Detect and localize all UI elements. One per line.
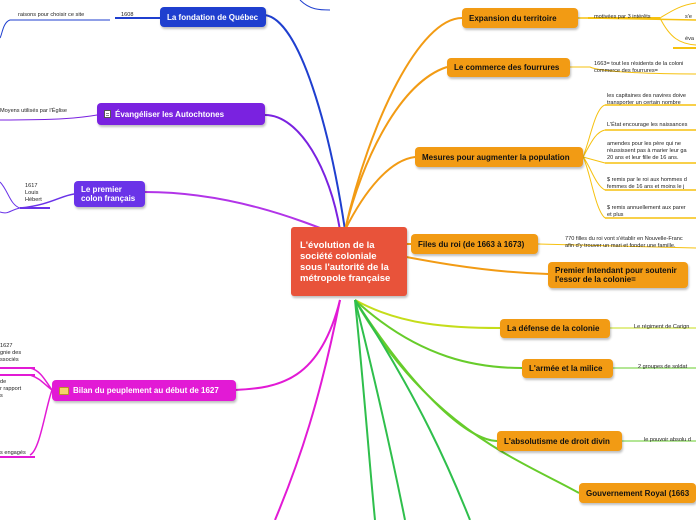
node-label: Bilan du peuplement au début de 1627: [73, 386, 219, 395]
sub-compagnie[interactable]: 1627 gnie des ssociés: [0, 343, 22, 363]
node-commerce-fourrures[interactable]: Le commerce des fourrures: [447, 58, 570, 77]
sub-motivees[interactable]: motivées par 3 intérêts: [594, 14, 651, 20]
node-label: La fondation de Québec: [167, 12, 259, 22]
sub-remis-roi[interactable]: $ remis par le roi aux hommes d femmes d…: [607, 177, 687, 190]
node-label: Évangéliser les Autochtones: [115, 109, 225, 119]
sub-eva[interactable]: éva: [685, 36, 695, 42]
sub-1608[interactable]: 1608: [121, 12, 134, 18]
node-label: Le premier colon français: [81, 185, 136, 203]
folder-icon: [59, 386, 69, 395]
node-label: La défense de la colonie: [507, 324, 600, 333]
central-topic[interactable]: L'évolution de la société coloniale sous…: [291, 227, 407, 296]
sub-pouvoir-absolu[interactable]: le pouvoir absolu d: [644, 437, 691, 443]
sub-regiment[interactable]: Le régiment de Carign: [634, 324, 690, 330]
sub-770-filles[interactable]: 770 filles du roi vont s'établir en Nouv…: [565, 236, 683, 249]
sub-engages[interactable]: s engagés: [0, 450, 26, 456]
node-absolutisme[interactable]: L'absolutisme de droit divin: [497, 431, 622, 451]
sub-moyens[interactable]: Moyens utilisés par l'Église: [0, 108, 67, 114]
node-bilan-peuplement[interactable]: Bilan du peuplement au début de 1627: [52, 380, 236, 401]
node-gouvernement-royal[interactable]: Gouvernement Royal (1663: [579, 483, 696, 503]
node-premier-intendant[interactable]: Premier Intendant pour soutenir l'essor …: [548, 262, 688, 288]
central-topic-label: L'évolution de la société coloniale sous…: [300, 239, 391, 284]
sub-amendes[interactable]: amendes pour les père qui ne réussissent…: [607, 141, 687, 161]
node-defense-colonie[interactable]: La défense de la colonie: [500, 319, 610, 338]
sub-rapport[interactable]: de r rapport s: [0, 379, 22, 399]
sub-1663-residents[interactable]: 1663= tout les résidents de la coloni co…: [594, 61, 684, 74]
document-icon: [104, 110, 111, 118]
node-label: Mesures pour augmenter la population: [422, 152, 570, 162]
sub-remis-annuel[interactable]: $ remis annuellement aux parer et plus: [607, 205, 686, 218]
node-label: L'armée et la milice: [529, 364, 603, 373]
sub-louis-hebert[interactable]: 1617 Louis Hébert: [25, 183, 42, 203]
node-label: Files du roi (de 1663 à 1673): [418, 239, 525, 249]
node-armee-milice[interactable]: L'armée et la milice: [522, 359, 613, 378]
node-label: Expansion du territoire: [469, 13, 557, 23]
node-filles-du-roi[interactable]: Files du roi (de 1663 à 1673): [411, 234, 538, 254]
node-mesures-population[interactable]: Mesures pour augmenter la population: [415, 147, 583, 167]
node-premier-colon[interactable]: Le premier colon français: [74, 181, 145, 207]
node-label: Gouvernement Royal (1663: [586, 488, 690, 498]
node-fondation-quebec[interactable]: La fondation de Québec: [160, 7, 266, 27]
node-label: L'absolutisme de droit divin: [504, 436, 610, 446]
sub-etat-encourage[interactable]: L'État encourage les naissances: [607, 122, 688, 128]
sub-se[interactable]: s'e: [685, 14, 692, 20]
node-expansion-territoire[interactable]: Expansion du territoire: [462, 8, 578, 28]
sub-groupes-soldats[interactable]: 2 groupes de soldat: [638, 364, 688, 370]
sub-capitaines[interactable]: les capitaines des navires doive transpo…: [607, 93, 686, 106]
node-label: Le commerce des fourrures: [454, 63, 560, 72]
node-evangeliser[interactable]: Évangéliser les Autochtones: [97, 103, 265, 125]
node-label: Premier Intendant pour soutenir l'essor …: [555, 266, 677, 284]
sub-raisons[interactable]: raisons pour choisir ce site: [18, 12, 85, 18]
